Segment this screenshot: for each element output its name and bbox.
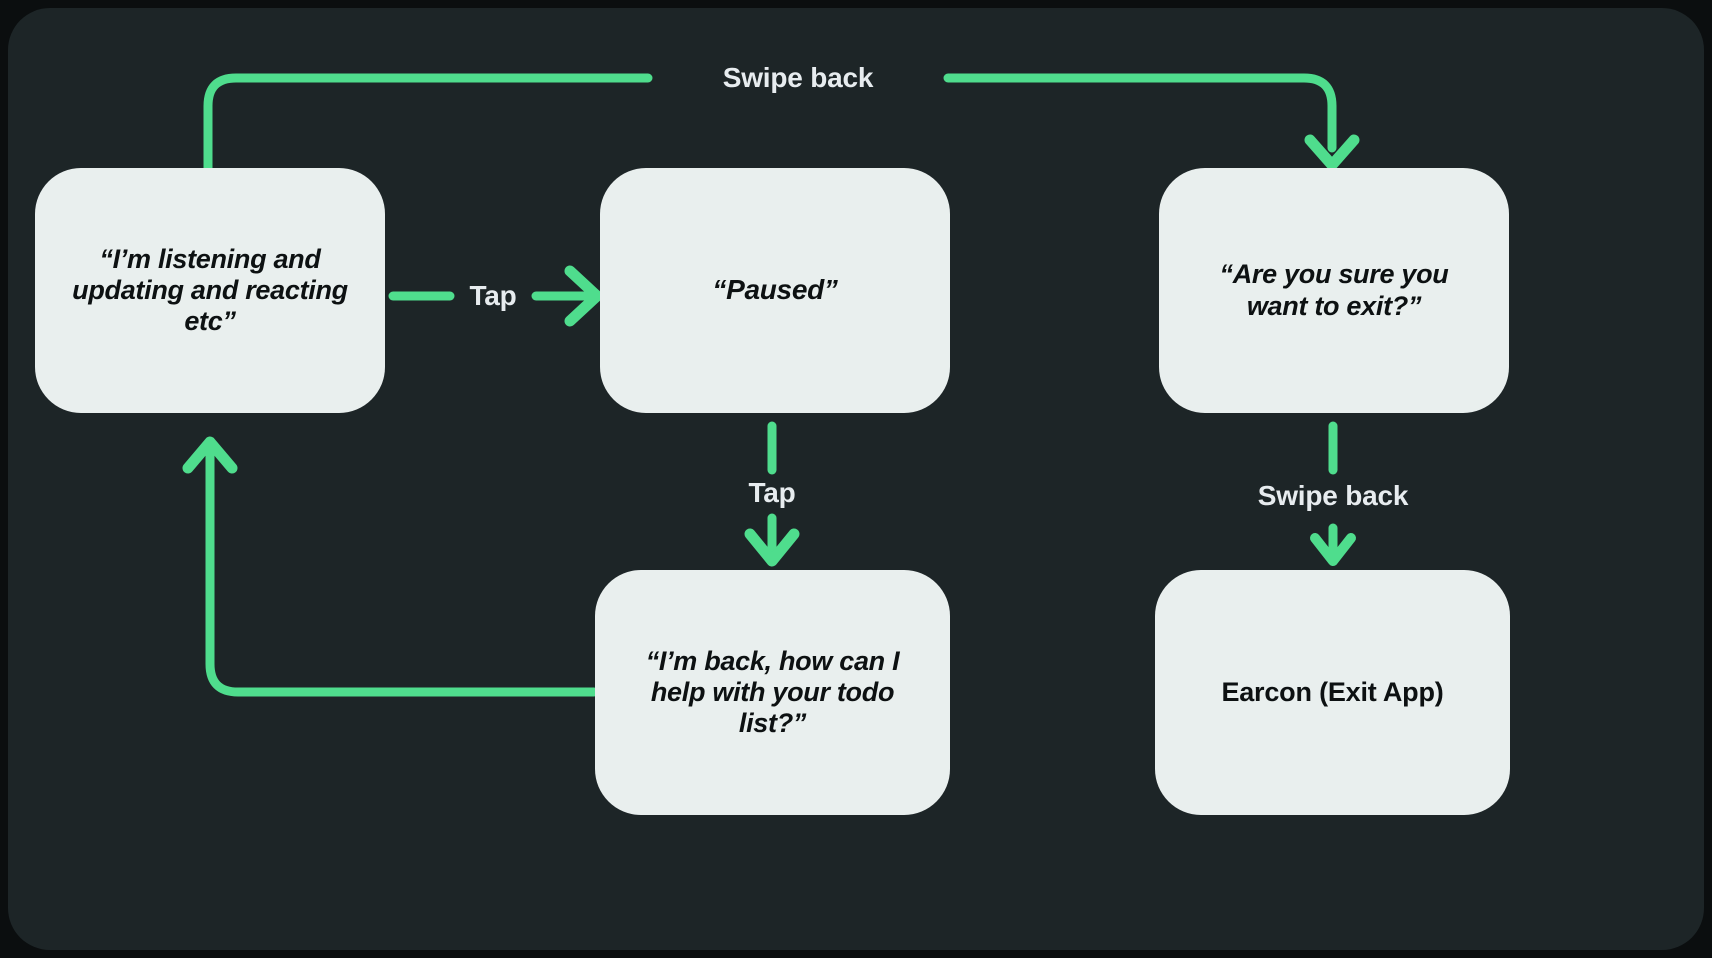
edge-label-tap-horizontal: Tap bbox=[448, 276, 538, 316]
edge-label-swipe-back-top: Swipe back bbox=[656, 56, 940, 100]
edge-label-swipe-back-top-text: Swipe back bbox=[722, 62, 874, 93]
wire-swipe-back-top-left bbox=[203, 73, 653, 175]
arrowhead-swipe-back-top-down bbox=[1304, 134, 1360, 171]
im-back-card[interactable]: “I’m back, how can I help with your todo… bbox=[595, 570, 950, 815]
arrowhead-tap-horizontal-right bbox=[564, 265, 603, 327]
arrowhead-tap-vertical-down bbox=[744, 528, 800, 567]
arrowhead-swipe-back-right-down bbox=[1310, 533, 1356, 566]
confirm-exit-card[interactable]: “Are you sure you want to exit?” bbox=[1159, 168, 1509, 413]
im-back-card-text: “I’m back, how can I help with your todo… bbox=[645, 645, 900, 739]
edge-label-tap-vertical-text: Tap bbox=[748, 477, 796, 508]
edge-label-swipe-back-right-text: Swipe back bbox=[1257, 480, 1409, 511]
connector-layer bbox=[182, 73, 1360, 697]
paused-card[interactable]: “Paused” bbox=[600, 168, 950, 413]
edge-label-tap-vertical: Tap bbox=[720, 472, 824, 514]
wire-swipe-back-top-right bbox=[943, 73, 1337, 153]
earcon-card[interactable]: Earcon (Exit App) bbox=[1155, 570, 1510, 815]
wire-return-im-back-to-listening bbox=[205, 443, 599, 697]
listening-card[interactable]: “I’m listening and updating and reacting… bbox=[35, 168, 385, 413]
diagram-panel: “I’m listening and updating and reacting… bbox=[8, 8, 1704, 950]
paused-card-text: “Paused” bbox=[712, 274, 838, 306]
earcon-card-text: Earcon (Exit App) bbox=[1221, 676, 1444, 707]
listening-card-text: “I’m listening and updating and reacting… bbox=[72, 243, 348, 337]
arrowhead-return-up bbox=[182, 436, 238, 474]
confirm-exit-card-text: “Are you sure you want to exit?” bbox=[1219, 259, 1449, 321]
edge-label-swipe-back-right: Swipe back bbox=[1191, 474, 1475, 518]
edge-label-tap-horizontal-text: Tap bbox=[469, 280, 517, 311]
